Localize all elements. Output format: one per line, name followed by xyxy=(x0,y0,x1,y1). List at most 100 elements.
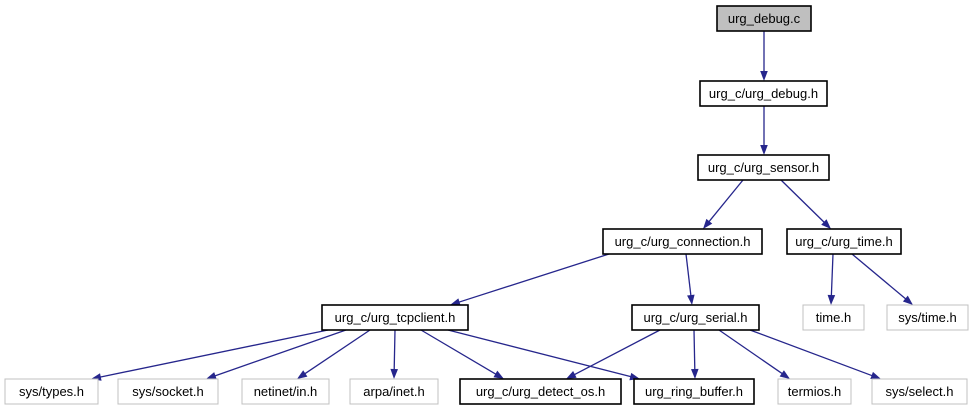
node-label: sys/socket.h xyxy=(132,384,204,399)
edge-line xyxy=(693,329,696,372)
node-label: sys/time.h xyxy=(898,310,957,325)
graph-node-sys-select-h: sys/select.h xyxy=(871,378,968,405)
node-box[interactable] xyxy=(786,228,902,255)
node-box xyxy=(241,378,330,405)
node-box xyxy=(802,304,865,331)
edge-line xyxy=(447,329,633,378)
edge-arrowhead-icon xyxy=(703,218,713,229)
node-box xyxy=(117,378,219,405)
edge-arrowhead-icon xyxy=(687,294,695,305)
node-box[interactable] xyxy=(633,378,755,405)
graph-edge-urg-c-urg-serial-h-to-urg-c-urg-detect-os-h xyxy=(566,329,661,379)
graph-node-urg-c-urg-tcpclient-h[interactable]: urg_c/urg_tcpclient.h xyxy=(321,304,469,331)
edge-line xyxy=(685,253,692,298)
edge-line xyxy=(780,179,826,224)
graph-node-urg-ring-buffer-h[interactable]: urg_ring_buffer.h xyxy=(633,378,755,405)
edge-arrowhead-icon xyxy=(297,370,308,379)
graph-node-arpa-inet-h: arpa/inet.h xyxy=(349,378,439,405)
edge-line xyxy=(851,253,908,301)
node-box[interactable] xyxy=(631,304,760,331)
node-box xyxy=(777,378,852,405)
node-label: urg_debug.c xyxy=(728,11,801,26)
graph-node-urg-c-urg-time-h[interactable]: urg_c/urg_time.h xyxy=(786,228,902,255)
edge-line xyxy=(420,329,498,376)
graph-edge-urg-c-urg-time-h-to-sys-time-h xyxy=(851,253,913,305)
node-box xyxy=(871,378,968,405)
node-label[interactable]: urg_c/urg_time.h xyxy=(795,234,893,249)
graph-edge-urg-debug-c-to-urg-c-urg-debug-h xyxy=(760,31,768,81)
edge-line xyxy=(718,329,784,375)
graph-node-urg-c-urg-debug-h[interactable]: urg_c/urg_debug.h xyxy=(699,80,828,107)
node-label[interactable]: urg_ring_buffer.h xyxy=(645,384,743,399)
edge-arrowhead-icon xyxy=(870,371,881,380)
graph-edge-urg-c-urg-tcpclient-h-to-sys-types-h xyxy=(91,329,329,381)
graph-node-urg-debug-c: urg_debug.c xyxy=(716,5,812,32)
node-box xyxy=(349,378,439,405)
edge-line xyxy=(830,253,834,298)
graph-edge-urg-c-urg-serial-h-to-sys-select-h xyxy=(749,329,881,380)
graph-node-urg-c-urg-serial-h[interactable]: urg_c/urg_serial.h xyxy=(631,304,760,331)
graph-edge-urg-c-urg-connection-h-to-urg-c-urg-serial-h xyxy=(685,253,695,305)
graph-edge-urg-c-urg-sensor-h-to-urg-c-urg-connection-h xyxy=(703,179,744,229)
graph-edge-urg-c-urg-debug-h-to-urg-c-urg-sensor-h xyxy=(760,106,768,155)
edge-line xyxy=(393,329,396,372)
edge-line xyxy=(707,179,744,224)
graph-edge-urg-c-urg-tcpclient-h-to-arpa-inet-h xyxy=(390,329,399,379)
node-label[interactable]: urg_c/urg_sensor.h xyxy=(708,160,819,175)
node-label[interactable]: urg_c/urg_debug.h xyxy=(709,86,818,101)
graph-edge-urg-c-urg-tcpclient-h-to-sys-socket-h xyxy=(206,329,347,380)
graph-node-netinet-in-h: netinet/in.h xyxy=(241,378,330,405)
graph-node-sys-types-h: sys/types.h xyxy=(4,378,99,405)
graph-node-sys-socket-h: sys/socket.h xyxy=(117,378,219,405)
node-box xyxy=(4,378,99,405)
node-label: netinet/in.h xyxy=(254,384,318,399)
node-label: termios.h xyxy=(788,384,841,399)
node-label[interactable]: urg_c/urg_detect_os.h xyxy=(476,384,605,399)
edge-line xyxy=(98,329,329,379)
edge-arrowhead-icon xyxy=(779,370,790,379)
edge-line xyxy=(303,329,371,376)
node-box[interactable] xyxy=(602,228,763,255)
edge-line xyxy=(572,329,661,376)
edge-arrowhead-icon xyxy=(827,294,836,305)
node-box[interactable] xyxy=(699,80,828,107)
graph-edge-urg-c-urg-tcpclient-h-to-urg-c-urg-detect-os-h xyxy=(420,329,504,379)
edge-arrowhead-icon xyxy=(566,371,577,379)
node-box[interactable] xyxy=(321,304,469,331)
node-box[interactable] xyxy=(459,378,622,405)
edge-line xyxy=(749,329,874,377)
node-label: sys/select.h xyxy=(886,384,954,399)
edge-arrowhead-icon xyxy=(206,372,217,380)
graph-node-sys-time-h: sys/time.h xyxy=(886,304,969,331)
edge-line xyxy=(457,253,610,304)
node-label[interactable]: urg_c/urg_serial.h xyxy=(643,310,747,325)
graph-node-urg-c-urg-connection-h[interactable]: urg_c/urg_connection.h xyxy=(602,228,763,255)
edge-arrowhead-icon xyxy=(902,295,913,305)
edge-arrowhead-icon xyxy=(390,368,399,379)
node-label: time.h xyxy=(816,310,851,325)
graph-node-urg-c-urg-detect-os-h[interactable]: urg_c/urg_detect_os.h xyxy=(459,378,622,405)
node-label: arpa/inet.h xyxy=(363,384,424,399)
graph-node-urg-c-urg-sensor-h[interactable]: urg_c/urg_sensor.h xyxy=(697,154,830,181)
graph-edge-urg-c-urg-connection-h-to-urg-c-urg-tcpclient-h xyxy=(450,253,610,306)
edge-arrowhead-icon xyxy=(450,298,461,306)
node-box[interactable] xyxy=(697,154,830,181)
node-label[interactable]: urg_c/urg_connection.h xyxy=(615,234,751,249)
graph-edge-urg-c-urg-serial-h-to-urg-ring-buffer-h xyxy=(690,329,699,379)
node-label[interactable]: urg_c/urg_tcpclient.h xyxy=(335,310,456,325)
edge-line xyxy=(213,329,347,377)
node-box xyxy=(716,5,812,32)
graph-edge-urg-c-urg-time-h-to-time-h xyxy=(827,253,836,305)
graph-edge-urg-c-urg-serial-h-to-termios-h xyxy=(718,329,790,379)
graph-node-time-h: time.h xyxy=(802,304,865,331)
node-label: sys/types.h xyxy=(19,384,84,399)
graph-edge-urg-c-urg-sensor-h-to-urg-c-urg-time-h xyxy=(780,179,831,229)
edge-arrowhead-icon xyxy=(821,219,831,229)
edge-arrowhead-icon xyxy=(690,368,699,379)
edge-arrowhead-icon xyxy=(493,370,504,379)
graph-node-termios-h: termios.h xyxy=(777,378,852,405)
graph-edge-urg-c-urg-tcpclient-h-to-netinet-in-h xyxy=(297,329,371,379)
edge-arrowhead-icon xyxy=(760,71,768,81)
